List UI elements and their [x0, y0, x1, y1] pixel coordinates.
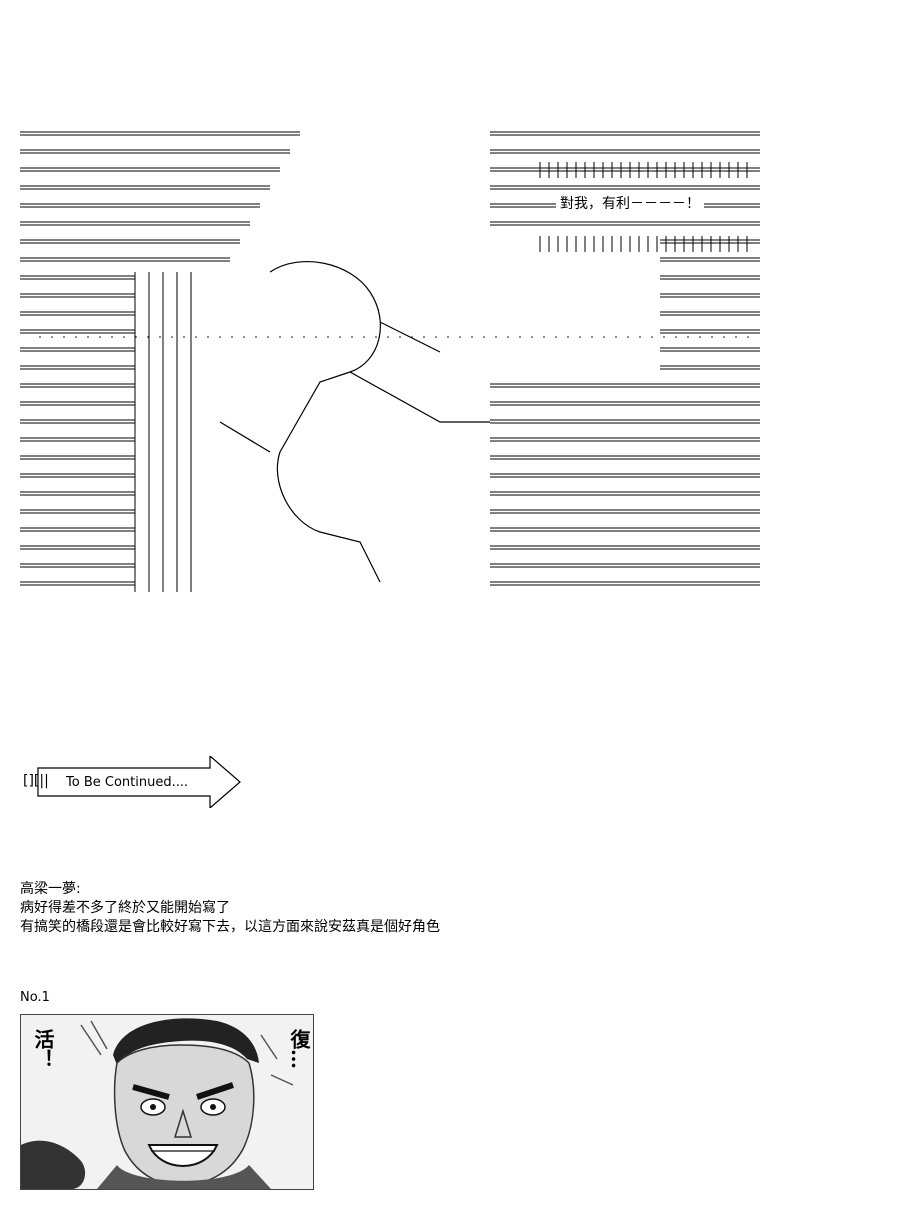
dot-mark	[63, 336, 65, 338]
dot-mark	[279, 336, 281, 338]
dot-mark	[255, 336, 257, 338]
author-name: 高梁一夢:	[20, 881, 81, 897]
dot-mark	[111, 336, 113, 338]
dot-mark	[459, 336, 461, 338]
dot-mark	[243, 336, 245, 338]
dot-mark	[579, 336, 581, 338]
dot-mark	[135, 336, 137, 338]
dot-mark	[339, 336, 341, 338]
dot-mark	[723, 336, 725, 338]
dot-mark	[663, 336, 665, 338]
dot-mark	[267, 336, 269, 338]
dot-mark	[39, 336, 41, 338]
dot-mark	[567, 336, 569, 338]
speech-bubble-text: 對我，有利－－－－！	[556, 196, 704, 212]
continued-label: To Be Continued....	[66, 775, 189, 790]
dot-mark	[495, 336, 497, 338]
dot-mark	[387, 336, 389, 338]
dot-mark	[471, 336, 473, 338]
dot-mark	[687, 336, 689, 338]
dot-mark	[351, 336, 353, 338]
dot-mark	[87, 336, 89, 338]
dot-mark	[315, 336, 317, 338]
dot-mark	[507, 336, 509, 338]
dot-mark	[123, 336, 125, 338]
dot-mark	[747, 336, 749, 338]
dot-mark	[615, 336, 617, 338]
dot-mark	[75, 336, 77, 338]
dot-mark	[291, 336, 293, 338]
ascii-art-illustration	[20, 122, 760, 592]
dot-mark	[195, 336, 197, 338]
dot-mark	[435, 336, 437, 338]
dot-mark	[327, 336, 329, 338]
dot-mark	[399, 336, 401, 338]
dot-mark	[555, 336, 557, 338]
dot-mark	[147, 336, 149, 338]
dot-mark	[543, 336, 545, 338]
panel-text-right: 復…	[287, 1029, 311, 1069]
manga-panel-image: 活！ 復…	[20, 1014, 314, 1190]
dot-mark	[207, 336, 209, 338]
dot-mark	[711, 336, 713, 338]
dot-mark	[375, 336, 377, 338]
continued-marks: [][||	[23, 773, 49, 789]
dot-mark	[363, 336, 365, 338]
dot-mark	[603, 336, 605, 338]
dot-mark	[231, 336, 233, 338]
figure-outline	[219, 261, 490, 583]
dot-mark	[171, 336, 173, 338]
panel-text-left: 活！	[31, 1029, 55, 1069]
dot-mark	[423, 336, 425, 338]
dot-mark	[519, 336, 521, 338]
dot-mark	[699, 336, 701, 338]
dot-mark	[651, 336, 653, 338]
dot-mark	[591, 336, 593, 338]
dot-mark	[51, 336, 53, 338]
dot-mark	[735, 336, 737, 338]
dot-mark	[675, 336, 677, 338]
shouting-face-illustration	[21, 1015, 313, 1189]
dot-mark	[303, 336, 305, 338]
dot-mark	[183, 336, 185, 338]
dot-mark	[531, 336, 533, 338]
ascii-art-drawing	[20, 131, 760, 592]
to-be-continued-banner: [][|| To Be Continued....	[20, 756, 242, 808]
dot-mark	[627, 336, 629, 338]
item-number: No.1	[20, 990, 50, 1005]
dot-mark	[411, 336, 413, 338]
arrow-icon	[37, 756, 241, 808]
dot-mark	[447, 336, 449, 338]
dot-mark	[483, 336, 485, 338]
dot-mark	[639, 336, 641, 338]
author-notes: 高梁一夢: 病好得差不多了終於又能開始寫了 有搞笑的橋段還是會比較好寫下去，以這…	[20, 880, 440, 937]
dot-mark	[159, 336, 161, 338]
note-line-2: 有搞笑的橋段還是會比較好寫下去，以這方面來說安茲真是個好角色	[20, 919, 440, 935]
note-line-1: 病好得差不多了終於又能開始寫了	[20, 900, 230, 916]
dot-mark	[99, 336, 101, 338]
dot-mark	[219, 336, 221, 338]
